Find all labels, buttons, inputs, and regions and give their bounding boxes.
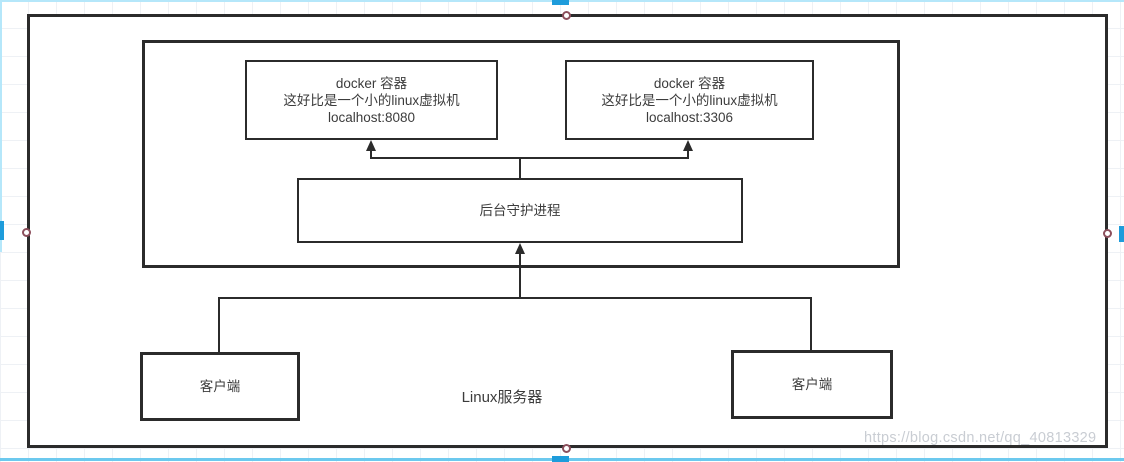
scrollbar-thumb-bottom[interactable] [552, 456, 569, 462]
docker-right-address: localhost:3306 [645, 109, 734, 125]
scrollbar-thumb-right[interactable] [1119, 226, 1124, 242]
client-left-shape[interactable]: 客户端 [140, 352, 300, 421]
client-right-label: 客户端 [791, 377, 833, 392]
arrowhead-up-docker-right-icon [683, 140, 693, 151]
connector-to-docker-right[interactable] [687, 148, 689, 158]
docker-left-desc: 这好比是一个小的linux虚拟机 [283, 92, 460, 108]
connector-clients-crossbar[interactable] [218, 297, 812, 299]
arrowhead-up-daemon-icon [515, 243, 525, 254]
selection-handle-bottom[interactable] [562, 444, 571, 453]
scrollbar-thumb-top[interactable] [552, 0, 569, 5]
docker-left-title: docker 容器 [335, 75, 408, 91]
watermark-url: https://blog.csdn.net/qq_40813329 [864, 430, 1097, 446]
scrollbar-track-left [0, 0, 2, 252]
connector-client-right-stem[interactable] [810, 297, 812, 350]
selection-handle-top[interactable] [562, 11, 571, 20]
docker-container-left-shape[interactable]: docker 容器 这好比是一个小的linux虚拟机 localhost:808… [245, 60, 498, 140]
connector-daemon-crossbar[interactable] [370, 157, 689, 159]
connector-to-daemon[interactable] [519, 252, 521, 298]
client-left-label: 客户端 [199, 379, 241, 394]
docker-right-title: docker 容器 [653, 75, 726, 91]
connector-client-left-stem[interactable] [218, 297, 220, 352]
scrollbar-thumb-left[interactable] [0, 221, 4, 240]
docker-container-right-shape[interactable]: docker 容器 这好比是一个小的linux虚拟机 localhost:330… [565, 60, 814, 140]
connector-to-docker-left[interactable] [370, 148, 372, 158]
docker-right-desc: 这好比是一个小的linux虚拟机 [601, 92, 778, 108]
arrowhead-up-docker-left-icon [366, 140, 376, 151]
daemon-shape[interactable]: 后台守护进程 [297, 178, 743, 243]
client-right-shape[interactable]: 客户端 [731, 350, 893, 419]
linux-server-label: Linux服务器 [461, 389, 543, 406]
connector-daemon-stem[interactable] [519, 158, 521, 179]
docker-left-address: localhost:8080 [327, 109, 416, 125]
selection-handle-left[interactable] [22, 228, 31, 237]
daemon-label: 后台守护进程 [479, 203, 561, 218]
selection-handle-right[interactable] [1103, 229, 1112, 238]
